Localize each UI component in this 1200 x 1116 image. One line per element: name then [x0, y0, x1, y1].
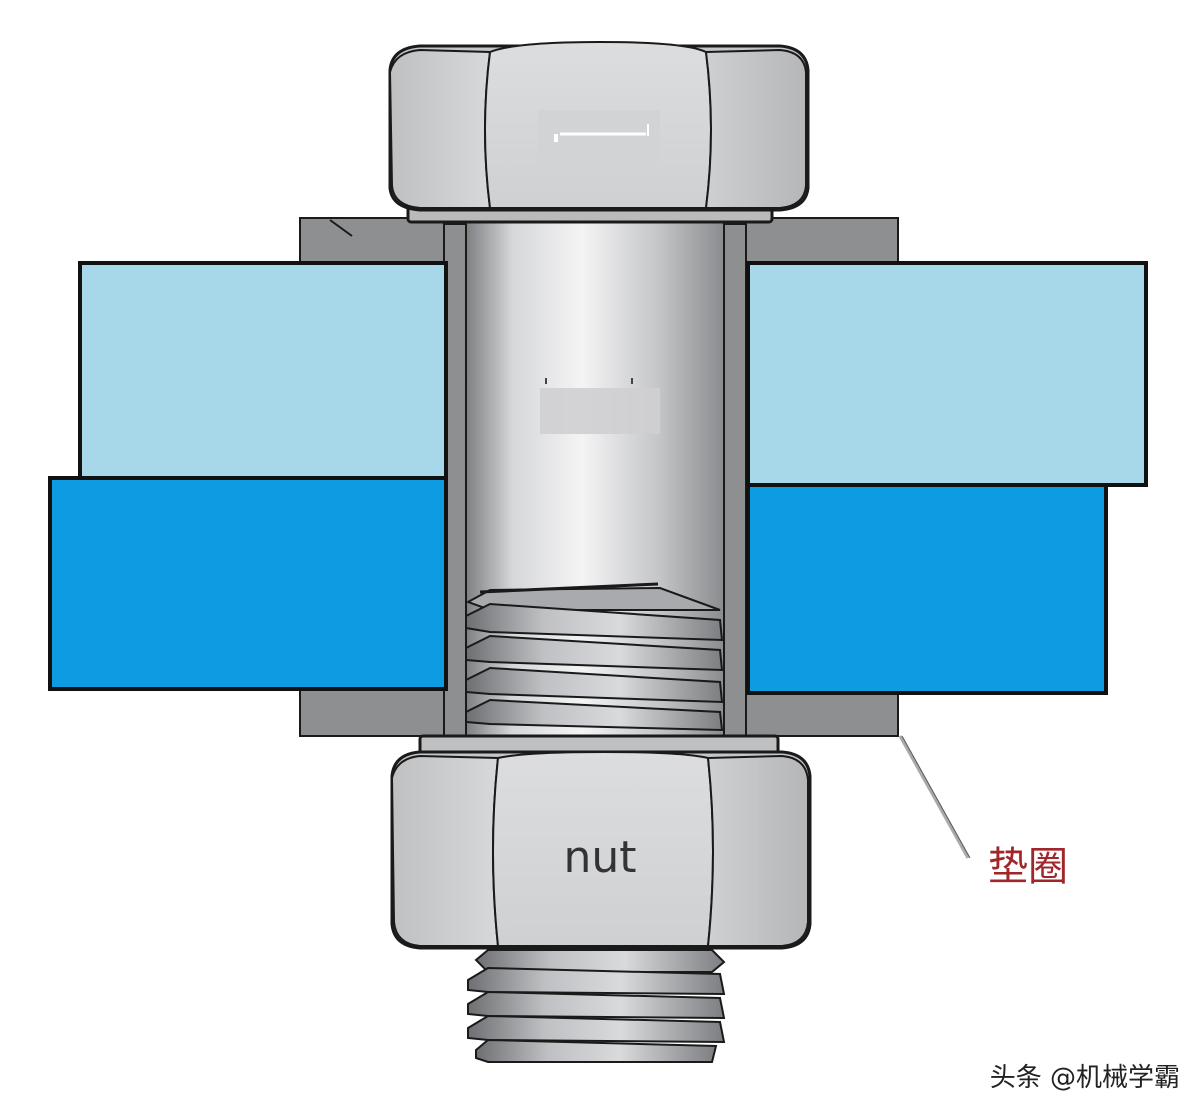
lower-plate-right [746, 483, 1108, 695]
hex-nut-icon: nut [390, 734, 812, 950]
lower-plate-left [48, 476, 448, 691]
hex-head-icon [388, 40, 810, 224]
bolt-thread-lower [467, 949, 726, 1063]
washer-sleeve-right [723, 223, 747, 737]
washer-label: 垫圈 [988, 844, 1068, 890]
bolt-thread-upper [465, 582, 724, 732]
nut-label: nut [563, 832, 636, 883]
washer-callout: 垫圈 [898, 735, 1068, 890]
upper-plate-left [78, 261, 448, 480]
upper-plate-right [746, 261, 1148, 487]
watermark: 头条 @机械学霸 [990, 1063, 1180, 1093]
